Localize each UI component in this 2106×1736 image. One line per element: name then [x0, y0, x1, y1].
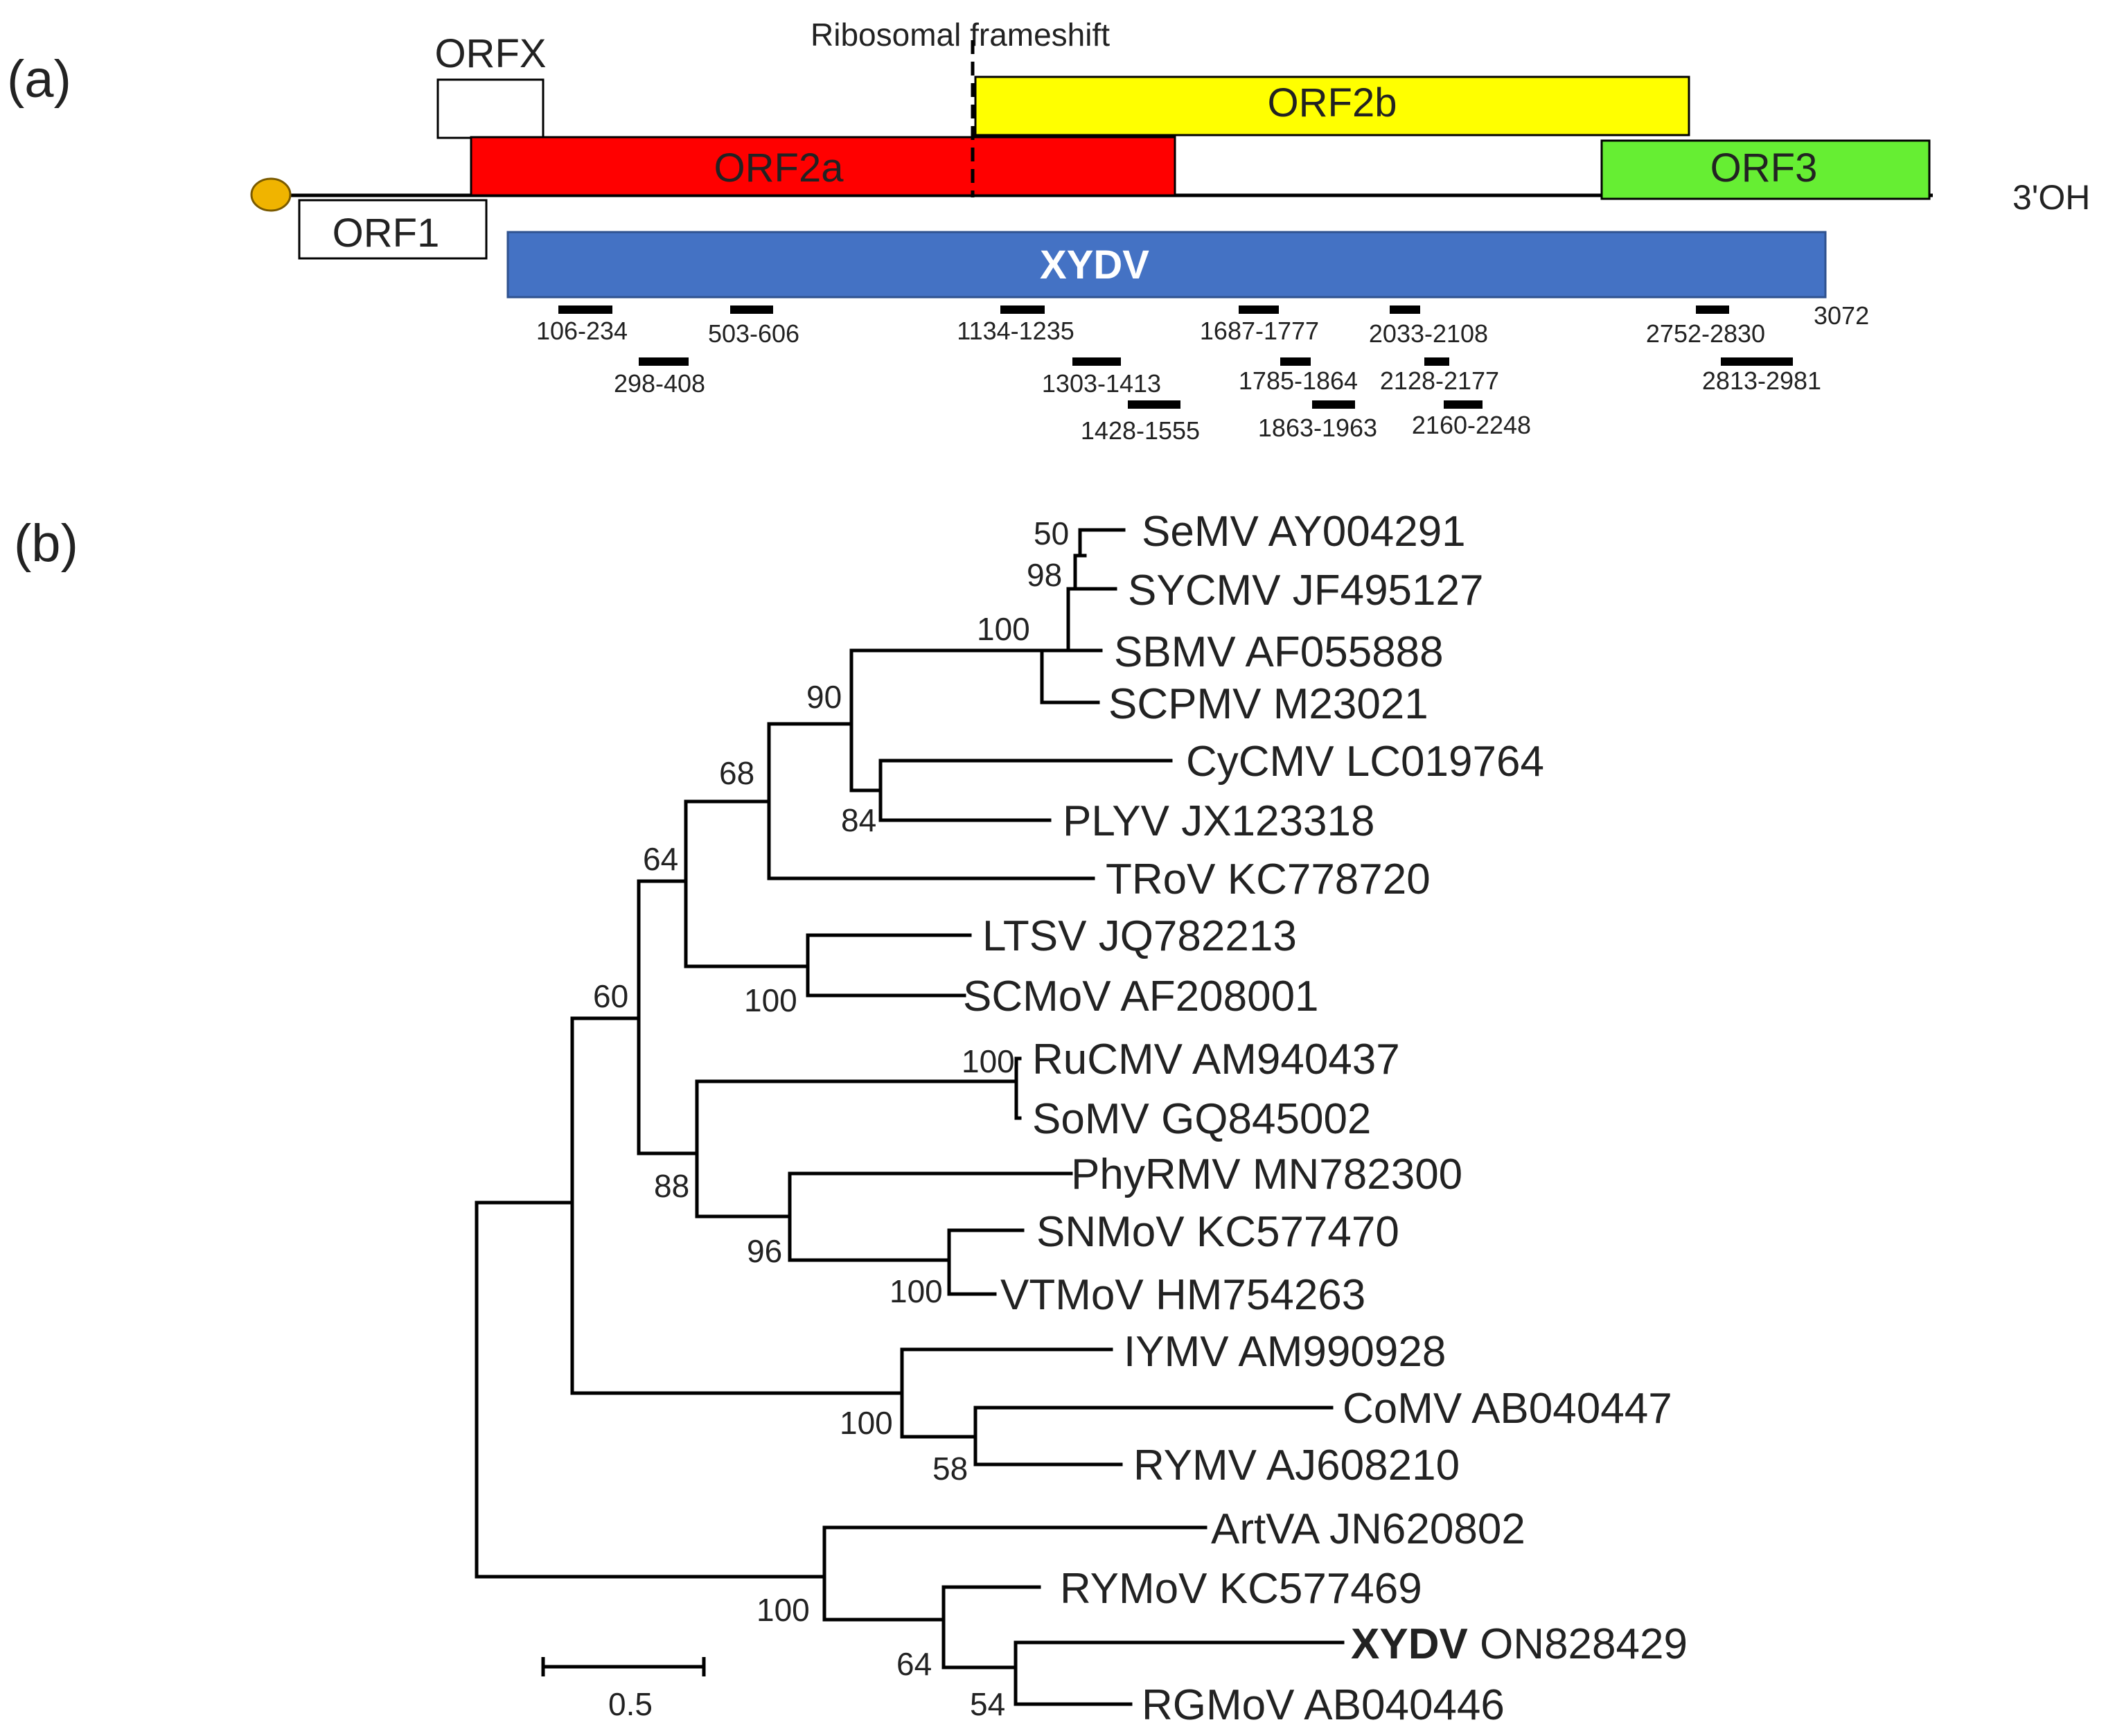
bootstrap-value: 98 [1027, 557, 1062, 593]
bootstrap-value: 96 [747, 1233, 782, 1269]
taxon-label-highlight: XYDV ON828429 [1351, 1620, 1688, 1668]
bootstrap-value: 58 [932, 1451, 968, 1487]
taxon-label: VTMoV HM754263 [1000, 1271, 1365, 1319]
fragment-label: 1863-1963 [1258, 414, 1377, 442]
fragment-label: 106-234 [536, 317, 628, 345]
taxon-label: RGMoV AB040446 [1142, 1681, 1505, 1729]
fragment-bar [1072, 357, 1121, 366]
fragment-bar [1312, 400, 1355, 409]
orf3-label: ORF3 [1710, 145, 1818, 191]
taxon-label: PLYV JX123318 [1063, 797, 1374, 845]
fragment-label: 298-408 [614, 369, 705, 398]
taxon-label: IYMV AM990928 [1124, 1328, 1446, 1376]
fragment-bar [558, 305, 612, 314]
fragment-label: 2128-2177 [1380, 366, 1499, 395]
taxon-label: SCMoV AF208001 [963, 973, 1319, 1020]
bootstrap-value: 100 [756, 1592, 810, 1628]
taxon-label: SNMoV KC577470 [1036, 1208, 1399, 1256]
bootstrap-value: 100 [840, 1405, 893, 1441]
panel-a: (a) Ribosomal frameshift 3'OH ORFX ORF2b… [7, 17, 2090, 445]
fragment-bar [1239, 305, 1279, 314]
orfx-label: ORFX [434, 31, 546, 76]
fragment-bar [1390, 305, 1420, 314]
fragment-label: 1428-1555 [1081, 416, 1200, 445]
taxon-label: RYMoV KC577469 [1060, 1565, 1422, 1613]
bootstrap-value: 54 [970, 1686, 1005, 1722]
bootstrap-value: 64 [896, 1646, 932, 1682]
fragment-bar [1444, 400, 1483, 409]
taxon-label: SCPMV M23021 [1108, 680, 1428, 728]
taxon-label: PhyRMV MN782300 [1071, 1151, 1462, 1198]
bootstrap-value: 100 [890, 1273, 943, 1309]
taxon-label: CoMV AB040447 [1343, 1385, 1672, 1433]
tree-branches [475, 528, 1345, 1706]
bootstrap-value: 64 [643, 841, 678, 877]
bootstrap-value: 68 [719, 755, 754, 791]
taxon-labels: SeMV AY004291 SYCMV JF495127 SBMV AF0558… [963, 508, 1688, 1729]
bootstrap-value: 90 [806, 679, 842, 715]
orf1-label: ORF1 [333, 211, 440, 256]
xydv-genome-bar [506, 231, 1827, 299]
panel-b-label: (b) [14, 514, 78, 573]
taxon-label: SeMV AY004291 [1142, 508, 1466, 556]
five-prime-cap [250, 177, 292, 212]
bootstrap-value: 88 [654, 1168, 689, 1204]
bootstrap-value: 100 [962, 1043, 1015, 1079]
taxon-label: SBMV AF055888 [1114, 628, 1444, 676]
taxon-label: RuCMV AM940437 [1032, 1036, 1400, 1083]
xydv-bar-label: XYDV [1040, 242, 1149, 287]
fragment-label: 1785-1864 [1239, 366, 1358, 395]
panel-a-label: (a) [7, 50, 71, 109]
taxon-label: LTSV JQ782213 [982, 912, 1297, 960]
fragment-bar [1721, 357, 1793, 366]
fragment-label: 1303-1413 [1042, 369, 1161, 398]
fragment-bar [1696, 305, 1729, 314]
orf2b-box [974, 76, 1690, 136]
fragment-label: 2160-2248 [1412, 411, 1531, 439]
bootstrap-values: 50 98 100 90 84 68 64 100 60 100 88 96 1… [593, 515, 1069, 1722]
orf3-box [1600, 139, 1931, 200]
scale-bar-label: 0.5 [608, 1686, 653, 1722]
orf2a-label: ORF2a [714, 145, 844, 191]
fragment-label: 1687-1777 [1200, 317, 1319, 345]
fragment-bar [1128, 400, 1180, 409]
fragment-label: 2033-2108 [1369, 319, 1488, 348]
fragment-label: 2752-2830 [1646, 319, 1765, 348]
three-prime-label: 3'OH [2012, 178, 2090, 217]
fragment-label: 503-606 [708, 319, 799, 348]
taxon-label: SoMV GQ845002 [1032, 1095, 1371, 1143]
fragment-bar [730, 305, 773, 314]
panel-b: (b) [14, 508, 1688, 1729]
scale-bar: 0.5 [541, 1657, 706, 1722]
fragment-bar [1424, 357, 1449, 366]
fragment-bar [639, 357, 689, 366]
bootstrap-value: 100 [977, 611, 1030, 647]
fragment-bar [1000, 305, 1045, 314]
orf2b-label: ORF2b [1268, 80, 1397, 125]
orf2a-box [470, 136, 1176, 197]
genome-end-label: 3072 [1814, 301, 1869, 330]
fragment-marks: 106-234 503-606 1134-1235 1687-1777 2033… [536, 305, 1821, 445]
frameshift-label: Ribosomal frameshift [811, 17, 1110, 53]
bootstrap-value: 100 [744, 982, 797, 1018]
bootstrap-value: 60 [593, 978, 628, 1014]
bootstrap-value: 84 [841, 802, 876, 838]
taxon-label: RYMV AJ608210 [1133, 1442, 1460, 1489]
fragment-bar [1280, 357, 1311, 366]
taxon-label: SYCMV JF495127 [1128, 567, 1483, 614]
orf1-box [298, 199, 488, 260]
fragment-label: 2813-2981 [1702, 366, 1821, 395]
bootstrap-value: 50 [1034, 515, 1069, 551]
taxon-label: ArtVA JN620802 [1211, 1505, 1525, 1553]
orfx-box [436, 78, 545, 139]
taxon-label: TRoV KC778720 [1106, 856, 1431, 903]
fragment-label: 1134-1235 [957, 317, 1074, 345]
taxon-label: CyCMV LC019764 [1186, 738, 1544, 786]
